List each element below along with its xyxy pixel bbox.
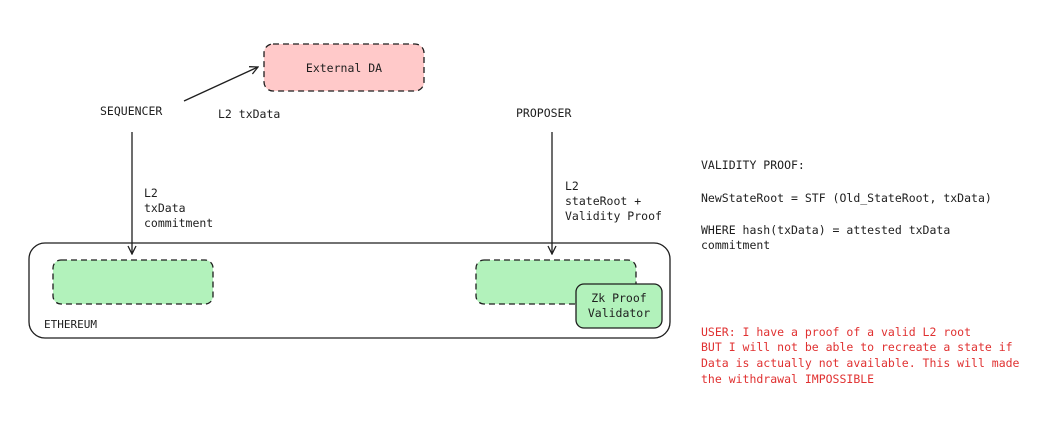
prop-label-line: L2 xyxy=(565,179,579,193)
ethereum-label: ETHEREUM xyxy=(44,318,97,331)
validity-where: commitment xyxy=(701,238,771,252)
proposer-label: PROPOSER xyxy=(516,106,572,120)
txdata-commitment-slot xyxy=(52,259,214,305)
seq-label-line: txData xyxy=(144,201,186,215)
validity-formula: NewStateRoot = STF (Old_StateRoot, txDat… xyxy=(701,191,992,205)
validity-title: VALIDITY PROOF: xyxy=(701,158,805,172)
external-da-label: External DA xyxy=(305,61,383,75)
user-note-line: USER: I have a proof of a valid L2 root xyxy=(701,325,972,339)
sequencer-label: SEQUENCER xyxy=(100,104,163,118)
zk-label-line: Validator xyxy=(587,306,651,320)
seq-label-line: commitment xyxy=(144,216,214,230)
prop-label-line: stateRoot + xyxy=(565,194,642,208)
zk-validator-box xyxy=(575,283,663,329)
validity-where: WHERE hash(txData) = attested txData xyxy=(701,223,951,237)
zk-label-line: Zk Proof xyxy=(591,291,647,305)
user-note-line: BUT I will not be able to recreate a sta… xyxy=(701,340,1013,354)
seq-label-line: L2 xyxy=(144,186,158,200)
user-note-line: the withdrawal IMPOSSIBLE xyxy=(701,372,875,386)
external-da-box xyxy=(263,43,425,92)
ethereum-container xyxy=(28,242,671,339)
sequencer-to-da-arrow xyxy=(183,67,258,102)
prop-label-line: Validity Proof xyxy=(565,209,662,223)
user-note-line: Data is actually not available. This wil… xyxy=(701,356,1020,370)
l2-txdata-label: L2 txData xyxy=(218,107,281,121)
